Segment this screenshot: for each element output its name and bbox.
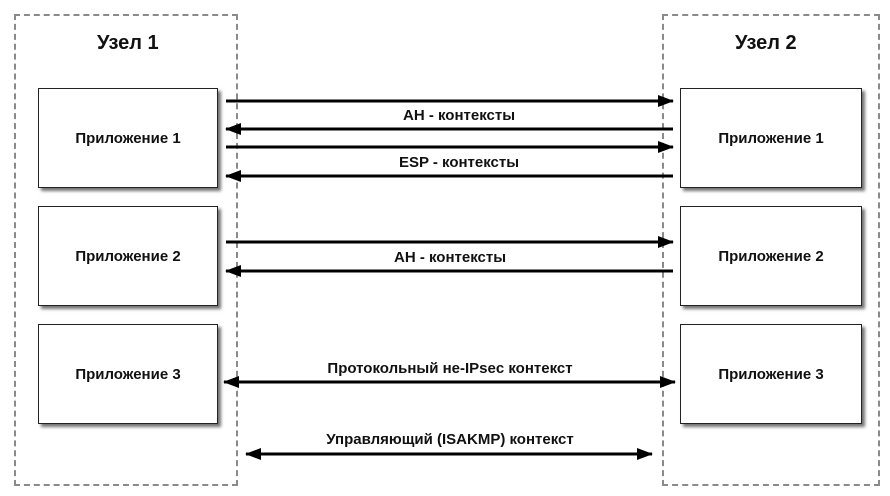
label-isakmp-context: Управляющий (ISAKMP) контекст	[326, 431, 574, 448]
node-2-app-3-label: Приложение 3	[718, 365, 824, 383]
node-2-container	[662, 14, 880, 486]
node-1-app-1-box: Приложение 1	[38, 88, 218, 188]
label-non-ipsec-context: Протокольный не-IPsec контекст	[327, 360, 573, 377]
node-1-app-1-label: Приложение 1	[75, 129, 181, 147]
node-1-container	[14, 14, 238, 486]
node-1-app-2-label: Приложение 2	[75, 247, 181, 265]
node-2-app-1-label: Приложение 1	[718, 129, 824, 147]
node-1-app-2-box: Приложение 2	[38, 206, 218, 306]
label-ah-contexts-2: AH - контексты	[393, 249, 507, 266]
node-1-app-3-label: Приложение 3	[75, 365, 181, 383]
node-2-app-2-label: Приложение 2	[718, 247, 824, 265]
label-esp-contexts: ESP - контексты	[398, 154, 520, 171]
node-2-app-2-box: Приложение 2	[680, 206, 862, 306]
node-2-title: Узел 2	[735, 32, 797, 54]
node-2-app-3-box: Приложение 3	[680, 324, 862, 424]
node-2-app-1-box: Приложение 1	[680, 88, 862, 188]
node-1-title: Узел 1	[97, 32, 159, 54]
label-ah-contexts-1: AH - контексты	[402, 107, 516, 124]
node-1-app-3-box: Приложение 3	[38, 324, 218, 424]
